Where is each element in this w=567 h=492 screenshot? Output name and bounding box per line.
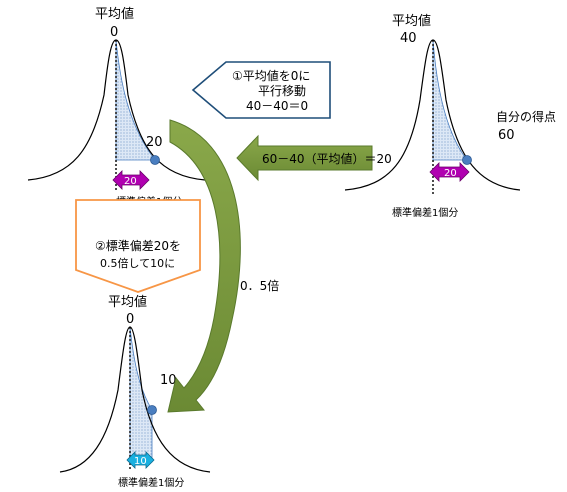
- top-left-sd-arrow: [112, 170, 150, 190]
- scale-callout-line2: 0.5倍して10に: [100, 256, 175, 270]
- top-right-sd-label: 標準偏差1個分: [392, 206, 458, 219]
- top-right-distribution: 平均値 40 自分の得点 60 20 標準偏差1個分: [344, 13, 556, 219]
- top-left-distribution: 平均値 0 20 20 標準偏差1個分: [27, 6, 206, 208]
- top-right-arrow-value: 20: [444, 168, 457, 179]
- scale-callout-line1: ②標準偏差20を: [95, 238, 181, 253]
- shift-green-arrow-label: 60－40（平均値）＝20: [262, 151, 392, 166]
- top-right-point-value: 60: [498, 128, 515, 143]
- shift-green-arrow: 60－40（平均値）＝20: [236, 134, 392, 182]
- top-right-shaded-area: [432, 39, 468, 161]
- shift-callout: ①平均値を0に 平行移動 40－40＝0: [191, 61, 331, 119]
- scale-callout: ②標準偏差20を 0.5倍して10に: [75, 199, 201, 293]
- bottom-arrow-value: 10: [134, 456, 147, 467]
- bottom-distribution: 平均値 0 10 10 標準偏差1個分: [59, 294, 211, 489]
- top-left-mean-value: 0: [110, 25, 118, 40]
- top-left-title: 平均値: [95, 6, 134, 22]
- bottom-shaded-area: [129, 326, 153, 463]
- top-right-title: 平均値: [392, 13, 431, 29]
- top-right-mean-value: 40: [400, 31, 417, 46]
- bottom-mean-value: 0: [126, 312, 134, 327]
- top-right-score-point: [462, 155, 472, 165]
- bottom-sd-arrow: [126, 451, 155, 469]
- bottom-title: 平均値: [108, 294, 147, 310]
- shift-callout-line2: 平行移動: [258, 84, 306, 98]
- bottom-score-point: [147, 405, 157, 415]
- scale-curved-arrow: 0．5倍: [167, 119, 279, 413]
- top-right-point-label: 自分の得点: [496, 109, 556, 124]
- top-right-sd-arrow: [429, 162, 470, 182]
- shift-callout-line1: ①平均値を0に: [232, 68, 310, 83]
- top-left-score-point: [150, 155, 160, 165]
- scale-curved-arrow-label: 0．5倍: [240, 278, 279, 293]
- shift-callout-line3: 40－40＝0: [246, 99, 308, 113]
- top-left-point-value: 20: [146, 135, 163, 150]
- bottom-sd-label: 標準偏差1個分: [118, 476, 184, 489]
- top-left-arrow-value: 20: [124, 176, 137, 187]
- bottom-point-value: 10: [160, 373, 177, 388]
